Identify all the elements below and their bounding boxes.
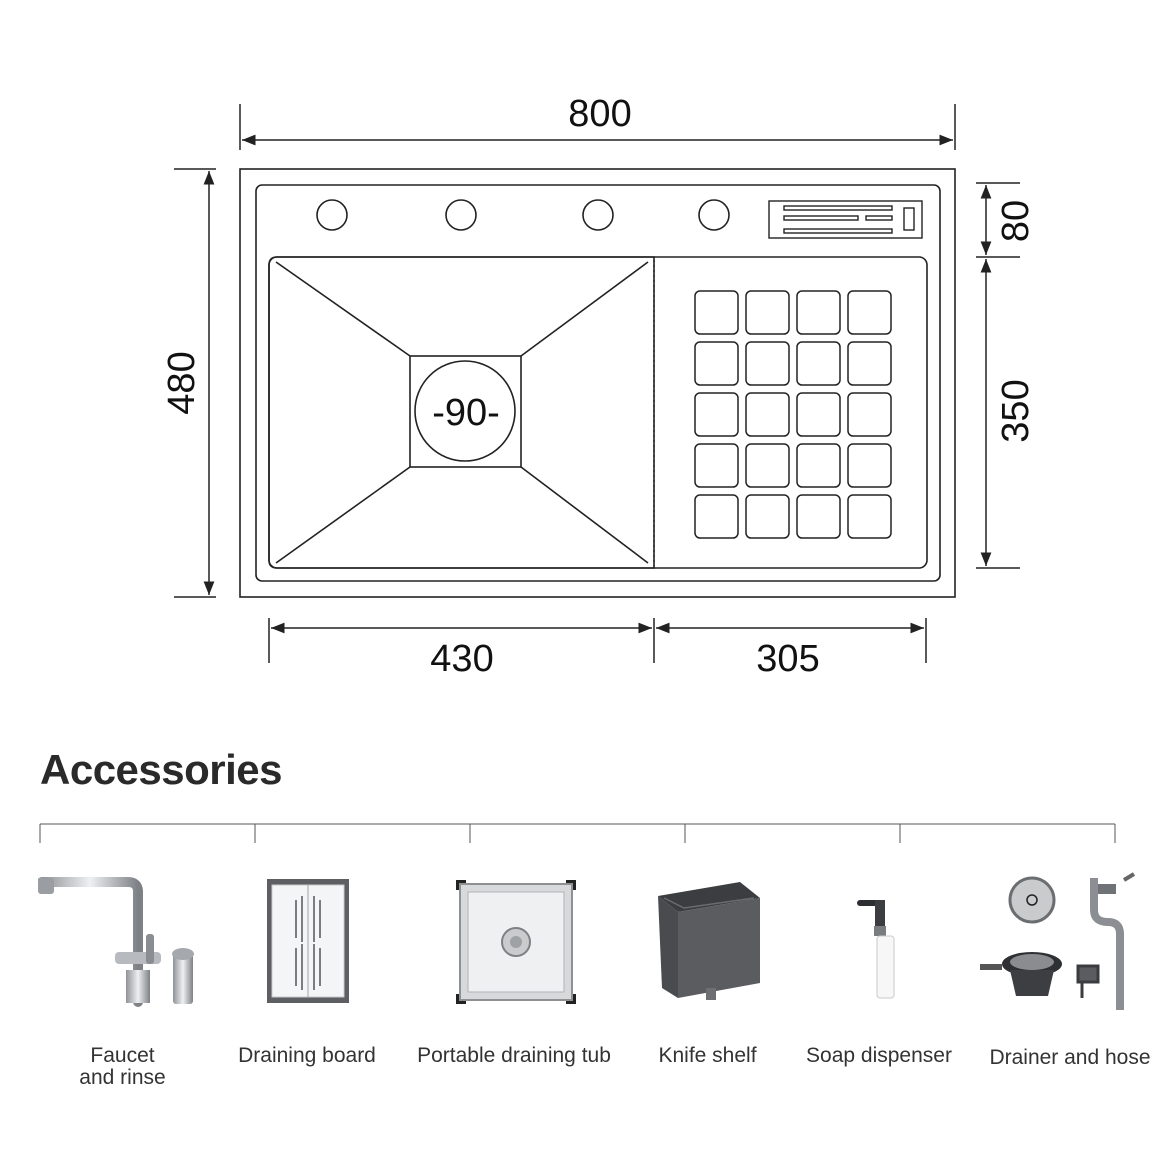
width-dimension	[239, 104, 956, 150]
knife-slot	[768, 200, 923, 239]
drain-board-grid	[694, 290, 892, 539]
bottom-dimensions	[268, 618, 927, 663]
draining-tub-icon	[456, 880, 576, 1004]
drain-pad	[694, 392, 739, 437]
drain-pad	[745, 392, 790, 437]
drain-pad	[745, 290, 790, 335]
accessory-label-faucet: Faucet and rinse	[79, 1044, 166, 1089]
drain-pad	[694, 494, 739, 539]
drain-pad	[847, 494, 892, 539]
drain-pad	[796, 341, 841, 386]
knife-shelf-icon	[658, 882, 760, 1000]
accessories-heading: Accessories	[40, 746, 283, 793]
drainer-hose-icon	[980, 872, 1136, 1010]
drain-pad	[694, 290, 739, 335]
drain-pad	[847, 392, 892, 437]
faucet-holes	[316, 199, 730, 231]
height-dimension	[174, 168, 216, 598]
drain-pad	[745, 443, 790, 488]
width-label: 800	[568, 93, 631, 135]
top-strip-label: 80	[995, 200, 1037, 242]
drain-label: -90-	[432, 392, 500, 434]
draining-board-icon	[267, 879, 349, 1003]
drain-pad	[694, 443, 739, 488]
drain-pad	[694, 341, 739, 386]
sink-dimension-diagram: 800 480 80 350 430 305	[161, 93, 1037, 680]
accessory-label-knife-shelf: Knife shelf	[658, 1044, 757, 1067]
accessory-label-drainer-hose: Drainer and hose	[989, 1046, 1151, 1069]
drain-pad	[796, 392, 841, 437]
drain-pad	[745, 494, 790, 539]
board-height-label: 350	[995, 379, 1037, 442]
drain-pad	[847, 341, 892, 386]
accessories-divider	[39, 823, 1116, 843]
drain-pad	[796, 290, 841, 335]
board-width-label: 305	[756, 638, 819, 680]
basin-width-label: 430	[430, 638, 493, 680]
drain-pad	[847, 290, 892, 335]
faucet-icon	[38, 877, 194, 1007]
basin	[268, 256, 655, 569]
accessory-label-draining-tub: Portable draining tub	[417, 1044, 611, 1067]
accessory-label-soap-dispenser: Soap dispenser	[806, 1044, 952, 1067]
height-label: 480	[161, 351, 203, 414]
soap-dispenser-icon	[857, 900, 895, 999]
drain-pad	[745, 341, 790, 386]
right-dimensions	[976, 182, 1020, 569]
drain-pad	[796, 494, 841, 539]
accessory-label-draining-board: Draining board	[238, 1044, 376, 1067]
drain-pad	[847, 443, 892, 488]
drain-pad	[796, 443, 841, 488]
